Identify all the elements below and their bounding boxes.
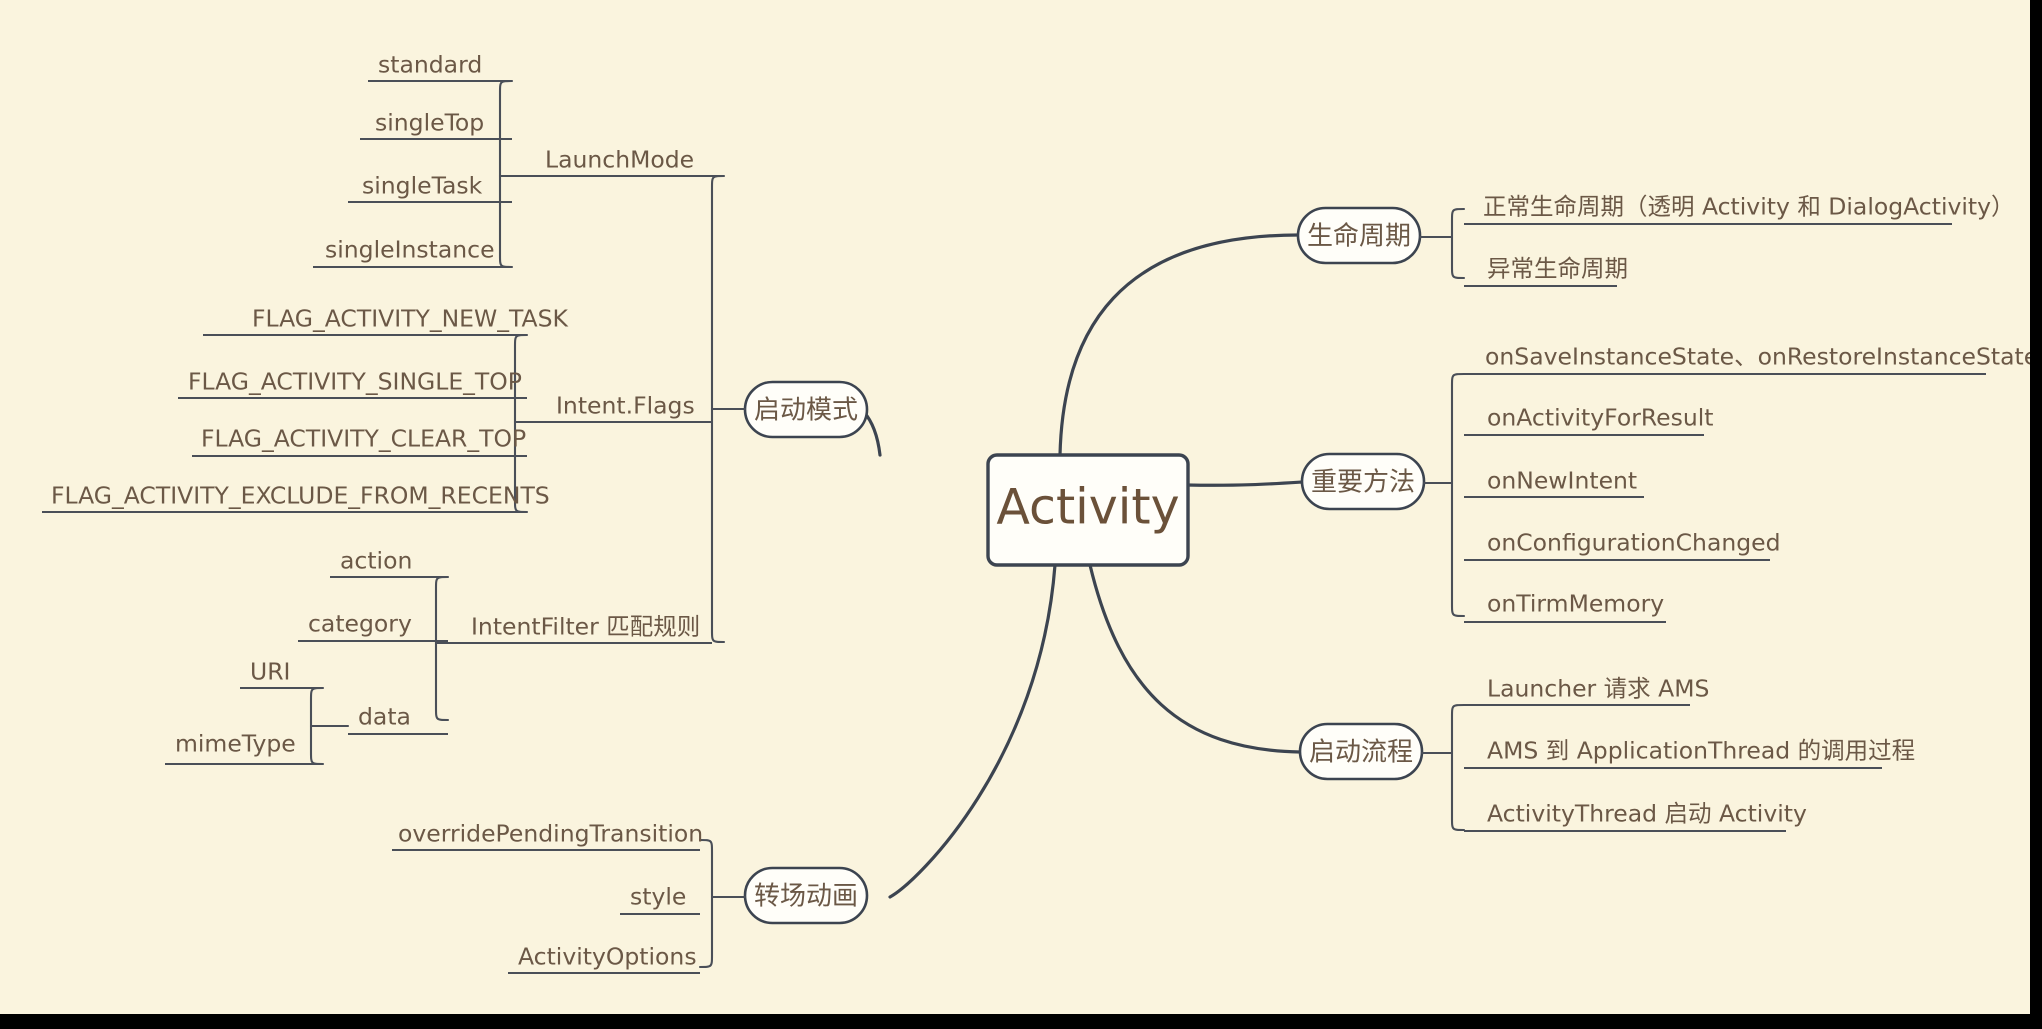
branch-transition-label: 转场动画 <box>754 882 858 912</box>
leaf-flag-new-task: FLAG_ACTIVITY_NEW_TASK <box>252 305 569 333</box>
leaf-on-new-intent: onNewIntent <box>1487 467 1637 495</box>
leaf-activity-options: ActivityOptions <box>518 943 697 971</box>
link-root-to-transition <box>888 563 1057 899</box>
leaf-uri: URI <box>250 658 290 686</box>
link-root-to-important-methods <box>1185 480 1304 487</box>
leaf-launcher-request-ams: Launcher 请求 AMS <box>1487 675 1709 703</box>
node-intentfilter-label: IntentFilter 匹配规则 <box>471 613 700 641</box>
rail-intentfilter-leaves <box>434 575 450 722</box>
rail-important-methods-leaves <box>1450 372 1466 618</box>
leaf-on-configuration-changed: onConfigurationChanged <box>1487 529 1781 557</box>
node-launchmode-label: LaunchMode <box>545 146 694 174</box>
leaf-abnormal-lifecycle: 异常生命周期 <box>1487 255 1628 283</box>
rail-lifecycle-leaves <box>1450 207 1466 280</box>
leaf-mimetype: mimeType <box>175 730 296 758</box>
root-node-box[interactable] <box>986 453 1190 567</box>
leaf-normal-lifecycle: 正常生命周期（透明 Activity 和 DialogActivity） <box>1483 193 2015 221</box>
branch-lifecycle-pill[interactable] <box>1296 206 1422 265</box>
leaf-singletop: singleTop <box>375 109 484 137</box>
leaf-ams-to-applicationthread: AMS 到 ApplicationThread 的调用过程 <box>1487 737 1915 765</box>
leaf-activitythread-start-activity: ActivityThread 启动 Activity <box>1487 800 1807 828</box>
root-node-label: Activity <box>996 479 1179 536</box>
rail-startup-flow-leaves <box>1450 703 1466 832</box>
branch-lifecycle-label: 生命周期 <box>1307 222 1411 252</box>
node-intentflags-label: Intent.Flags <box>556 392 695 420</box>
leaf-action: action <box>340 547 412 575</box>
link-root-to-startup-flow <box>1088 563 1302 754</box>
rail-transition-leaves <box>698 838 714 969</box>
leaf-singleinstance: singleInstance <box>325 236 495 264</box>
leaf-standard: standard <box>378 51 482 79</box>
rail-launchmode-leaves <box>498 79 514 269</box>
branch-important-methods-pill[interactable] <box>1300 452 1426 511</box>
leaf-on-tirm-memory: onTirmMemory <box>1487 590 1664 618</box>
link-root-to-lifecycle <box>1058 233 1300 457</box>
bottom-black-edge <box>0 1014 2042 1029</box>
branch-startup-flow-pill[interactable] <box>1298 722 1424 781</box>
leaf-flag-single-top: FLAG_ACTIVITY_SINGLE_TOP <box>188 368 522 396</box>
leaf-flag-clear-top: FLAG_ACTIVITY_CLEAR_TOP <box>201 425 526 453</box>
right-black-edge <box>2030 0 2042 1029</box>
branch-launch-mode-label: 启动模式 <box>754 396 858 426</box>
branch-startup-flow-label: 启动流程 <box>1309 738 1413 768</box>
leaf-on-activity-for-result: onActivityForResult <box>1487 404 1714 432</box>
leaf-data: data <box>358 703 411 731</box>
leaf-singletask: singleTask <box>362 172 483 200</box>
branch-transition-pill[interactable] <box>743 866 869 925</box>
leaf-style: style <box>630 883 686 911</box>
leaf-override-pending-transition: overridePendingTransition <box>398 820 703 848</box>
branch-important-methods-label: 重要方法 <box>1311 468 1415 498</box>
leaf-flag-exclude-recents: FLAG_ACTIVITY_EXCLUDE_FROM_RECENTS <box>51 482 550 510</box>
leaf-category: category <box>308 610 412 638</box>
leaf-on-save-restore-instance-state: onSaveInstanceState、onRestoreInstanceSta… <box>1485 343 2038 371</box>
